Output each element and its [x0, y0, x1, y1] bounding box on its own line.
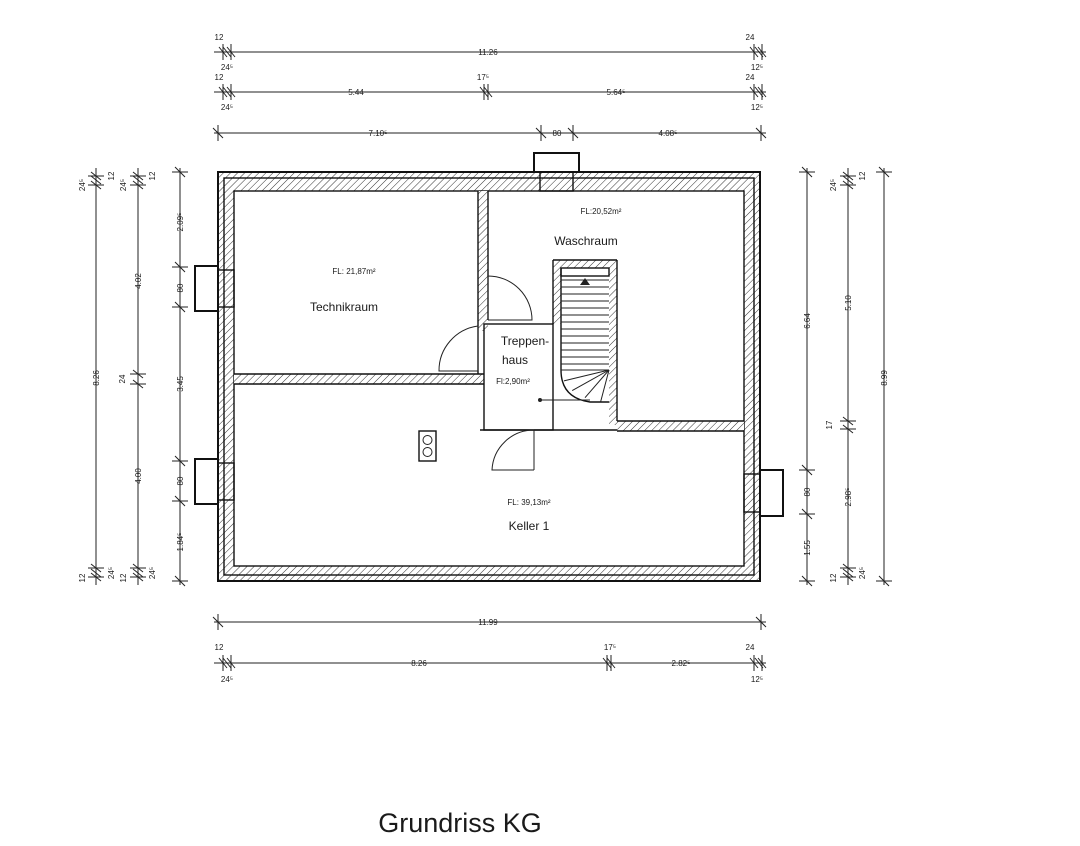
room-wasch-name: Waschraum	[554, 234, 618, 248]
dim-bottom-l-bottom: 24⁵	[221, 675, 233, 684]
dim-right-col3-a: 6.64	[803, 313, 812, 329]
door-wasch	[487, 275, 533, 321]
dim-bottom-r-top: 24	[746, 643, 755, 652]
door-technik	[438, 325, 479, 372]
dim-top-row2-left-c: 24⁵	[221, 103, 233, 112]
stair-winder-tread	[584, 369, 610, 399]
dim-bottom-r-bottom: 12⁵	[751, 675, 763, 684]
dim-left-bot-b: 24⁵	[107, 567, 116, 579]
dim-right-col2-a: 5.10	[844, 295, 853, 311]
staircase	[538, 267, 610, 403]
plan-caption: Grundriss KG	[378, 808, 542, 838]
dim-bottom-mid-small: 17⁵	[604, 643, 616, 652]
dim-top-row2-right-a: 12⁵	[751, 63, 763, 72]
dim-top-row2-right-c: 12⁵	[751, 103, 763, 112]
dim-top-row2-mid: 17⁵	[477, 73, 489, 82]
dim-top-row2-left: 5.44	[348, 88, 364, 97]
dim-left-top-c: 24⁵	[119, 179, 128, 191]
dimensions-top: 11.26 12 24 24⁵ 12 24⁵ 12⁵ 24 12⁵ 5.44 1…	[212, 33, 767, 141]
dim-left-top-b: 12	[107, 171, 116, 180]
dim-left-col2-b: 4.00	[134, 468, 143, 484]
dim-top-row3-right: 4.08⁵	[659, 129, 678, 138]
walls	[194, 152, 784, 582]
room-keller-area: FL: 39,13m²	[507, 498, 550, 507]
dim-top-row2-right: 5.64⁵	[607, 88, 626, 97]
dim-right-col3-b: 80	[803, 487, 812, 496]
dimensions-left: 8.26 4.02 24 4.00 2.09⁵ 80 3.45 80 1.84⁵…	[78, 166, 188, 587]
room-technik-name: Technikraum	[310, 300, 378, 314]
stair-winder-tread	[600, 369, 610, 402]
room-technik-area: FL: 21,87m²	[332, 267, 375, 276]
dim-top-total: 11.26	[478, 48, 498, 57]
stair-direction-arrow-icon	[580, 278, 590, 285]
room-keller-name: Keller 1	[509, 519, 550, 533]
dimensions-right: 8.99 5.10 17 2.98⁵ 6.64 80 1.55 24⁵ 12 1…	[799, 166, 892, 587]
dim-bottom-l-top: 12	[215, 643, 224, 652]
dim-left-bot-c: 12	[119, 573, 128, 582]
dim-top-row2-left-a: 24⁵	[221, 63, 233, 72]
dim-right-bot-b: 24⁵	[858, 567, 867, 579]
dim-left-total: 8.26	[92, 370, 101, 386]
dim-right-top-a: 24⁵	[829, 179, 838, 191]
door-keller	[491, 429, 535, 471]
room-wasch-area: FL:20,52m²	[581, 207, 622, 216]
dim-right-col2-mid: 17	[825, 420, 834, 429]
dim-top-row2-left-b: 12	[215, 73, 224, 82]
dim-left-top-d: 12	[148, 171, 157, 180]
dim-left-col3-b: 80	[176, 283, 185, 292]
heating-unit-icon	[418, 430, 437, 462]
dimensions-bottom: 11.99 8.26 2.82⁵ 17⁵ 12 24⁵ 24 12⁵	[212, 614, 767, 684]
dim-left-col3-a: 2.09⁵	[176, 213, 185, 232]
dim-right-top-b: 12	[858, 171, 867, 180]
stair-winder-tread	[563, 369, 610, 382]
dim-top-left-small: 12	[215, 33, 224, 42]
dim-right-bot-a: 12	[829, 573, 838, 582]
dim-left-col3-c: 3.45	[176, 376, 185, 392]
dim-left-top-a: 24⁵	[78, 179, 87, 191]
room-treppe-name-2: haus	[502, 353, 528, 367]
dim-right-col3-c: 1.55	[803, 540, 812, 556]
dim-right-col2-b: 2.98⁵	[844, 488, 853, 507]
dim-left-col2-a: 4.02	[134, 273, 143, 289]
dim-bottom-right: 2.82⁵	[672, 659, 691, 668]
dim-top-right-small: 24	[746, 33, 755, 42]
dim-right-total: 8.99	[880, 370, 889, 386]
dim-left-col3-d: 80	[176, 476, 185, 485]
dim-bottom-left: 8.26	[411, 659, 427, 668]
dim-left-bot-a: 12	[78, 573, 87, 582]
room-treppe-area: Fl:2,90m²	[496, 377, 530, 386]
dim-top-row3-mid: 80	[553, 129, 562, 138]
dim-left-col2-mid: 24	[118, 374, 127, 383]
stair-winder-tread	[571, 369, 610, 392]
room-treppe-name-1: Treppen-	[501, 334, 549, 348]
dim-top-row2-right-b: 24	[746, 73, 755, 82]
dim-bottom-total: 11.99	[478, 618, 498, 627]
dim-left-bot-d: 24⁵	[148, 567, 157, 579]
doors	[438, 275, 535, 471]
dim-left-col3-e: 1.84⁵	[176, 533, 185, 552]
dim-top-row3-left: 7.10⁵	[369, 129, 388, 138]
